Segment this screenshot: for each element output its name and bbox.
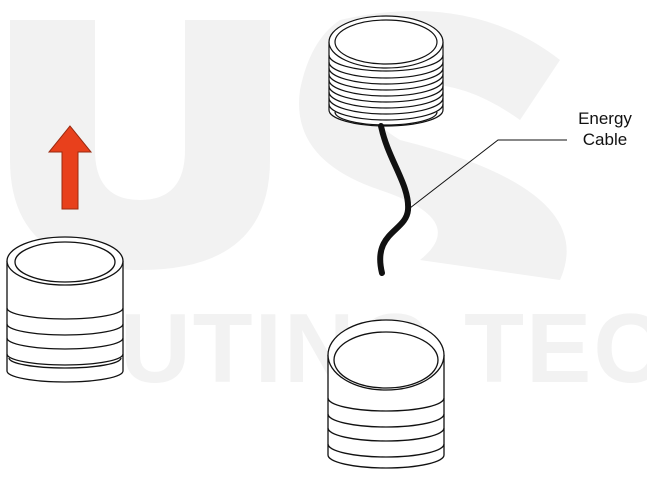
up-arrow-icon — [47, 125, 93, 210]
leader-line — [409, 139, 567, 209]
open-cylinder — [327, 319, 445, 469]
energy-cable-label-line-1: Energy — [578, 109, 632, 128]
threaded-cap — [328, 15, 444, 127]
watermark-u-shape — [10, 20, 270, 270]
energy-cable-label-line-2: Cable — [582, 130, 628, 149]
left-cylinder — [6, 236, 124, 383]
energy-cable — [377, 123, 412, 276]
